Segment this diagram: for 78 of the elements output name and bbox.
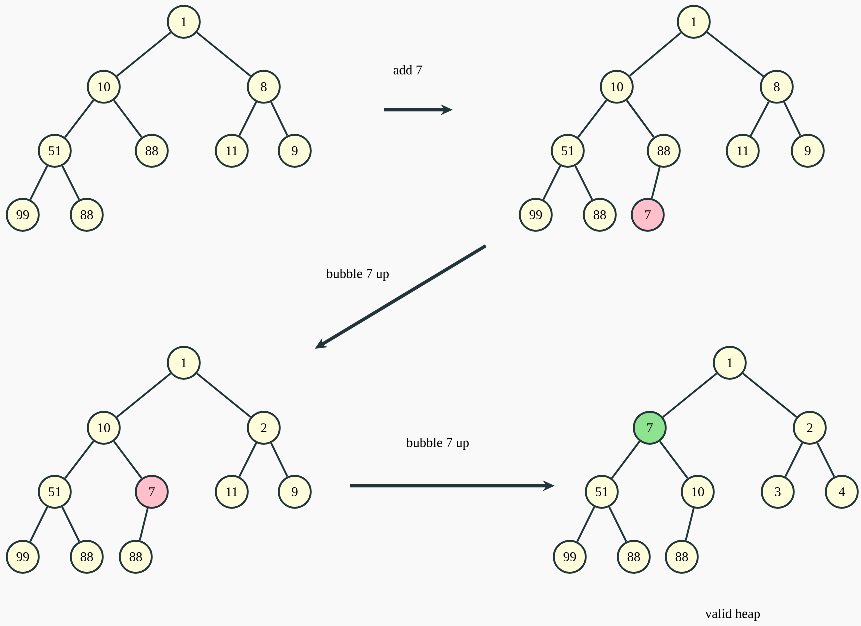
step-label: bubble 7 up — [406, 438, 469, 450]
tree-edge — [62, 506, 80, 542]
heap-node: 88 — [665, 540, 699, 574]
heap-node: 99 — [6, 540, 40, 574]
heap-node: 51 — [585, 475, 619, 509]
heap-node: 10 — [87, 411, 121, 445]
heap-node: 1 — [167, 5, 201, 39]
tree-edge — [576, 506, 596, 542]
tree-edge — [116, 372, 172, 418]
tree-edge — [196, 32, 252, 78]
heap-node: 11 — [215, 475, 249, 509]
tree-edge — [62, 166, 80, 200]
tree-edge — [574, 166, 594, 200]
heap-node: 99 — [6, 198, 40, 232]
step-label: valid heap — [705, 608, 760, 622]
heap-node: 8 — [247, 70, 281, 104]
heap-node: 51 — [38, 134, 72, 168]
tree-edge — [662, 372, 718, 418]
heap-node: 88 — [583, 198, 617, 232]
tree-edge — [659, 441, 689, 480]
tree-edge — [139, 508, 149, 541]
heap-node: 3 — [761, 475, 795, 509]
heap-node: 2 — [247, 411, 281, 445]
tree-edge — [196, 372, 252, 418]
heap-node: 7 — [135, 475, 169, 509]
heap-node: 11 — [726, 134, 760, 168]
tree-edge — [611, 441, 641, 480]
tree-edge — [270, 442, 288, 478]
tree-edge — [608, 506, 628, 542]
heap-node: 88 — [70, 198, 104, 232]
heap-node: 7 — [633, 411, 667, 445]
tree-edge — [30, 166, 48, 200]
heap-node: 9 — [278, 134, 312, 168]
tree-edge — [750, 102, 770, 136]
tree-edge — [629, 32, 682, 77]
heap-node: 9 — [278, 475, 312, 509]
heap-node: 88 — [617, 540, 651, 574]
heap-node: 99 — [553, 540, 587, 574]
heap-node: 10 — [600, 70, 634, 104]
step-label: add 7 — [394, 65, 422, 75]
tree-edge — [113, 441, 143, 480]
heap-node: 51 — [551, 134, 585, 168]
tree-edge — [578, 100, 608, 138]
heap-node: 1 — [713, 346, 747, 380]
tree-edge — [651, 167, 661, 199]
tree-edge — [685, 508, 695, 541]
heap-node: 4 — [825, 475, 859, 509]
heap-node: 88 — [70, 540, 104, 574]
tree-edge — [30, 506, 48, 542]
tree-edge — [113, 100, 143, 138]
heap-node: 99 — [519, 198, 553, 232]
tree-edge — [116, 32, 172, 78]
heap-node: 88 — [119, 540, 153, 574]
heap-node: 2 — [793, 411, 827, 445]
heap-node: 51 — [38, 475, 72, 509]
heap-node: 10 — [87, 70, 121, 104]
tree-edge — [626, 100, 655, 138]
heap-node: 1 — [677, 5, 711, 39]
heap-node: 1 — [167, 346, 201, 380]
tree-edge — [742, 372, 798, 418]
heap-node: 11 — [215, 134, 249, 168]
tree-edge — [706, 32, 764, 78]
heap-node: 7 — [631, 198, 665, 232]
tree-edge — [816, 442, 836, 478]
heap-node: 9 — [791, 134, 825, 168]
tree-edge — [270, 102, 288, 136]
tree-edge — [238, 102, 258, 136]
tree-edge — [542, 166, 562, 200]
heap-node: 8 — [760, 70, 794, 104]
heap-node: 88 — [647, 134, 681, 168]
tree-edge — [784, 442, 804, 478]
tree-edge — [64, 440, 94, 480]
heap-node: 88 — [135, 134, 169, 168]
step-label: bubble 7 up — [326, 268, 389, 282]
tree-edge — [64, 100, 94, 138]
tree-edge — [784, 102, 802, 136]
heap-node: 10 — [681, 475, 715, 509]
tree-edge — [238, 442, 258, 478]
